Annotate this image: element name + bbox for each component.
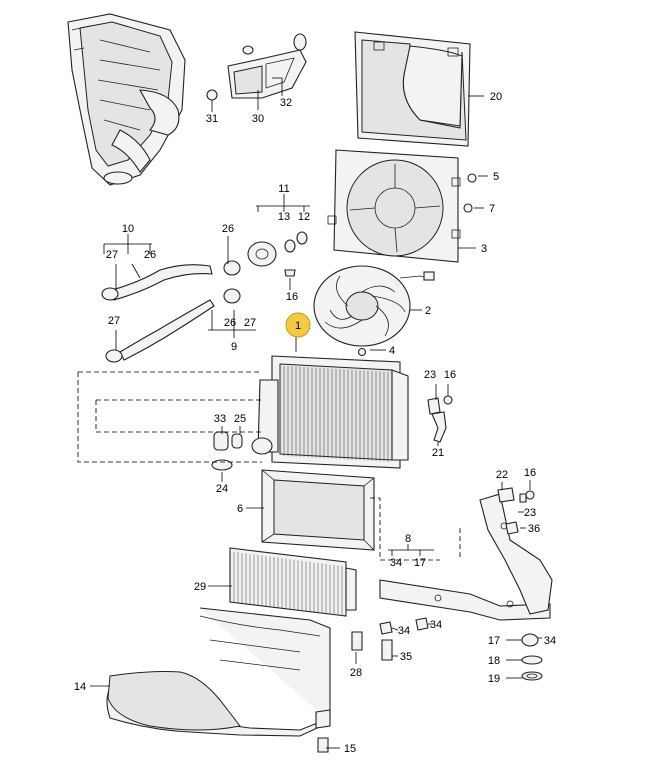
small-parts-33-25-24 xyxy=(211,431,243,471)
bracket-32 xyxy=(206,33,307,101)
cap-assembly-11 xyxy=(247,231,308,267)
fan-frame-3 xyxy=(327,149,461,263)
callout-29: 29 xyxy=(194,581,206,593)
coolant-housing-assembly xyxy=(67,13,186,186)
callout-7: 7 xyxy=(489,203,495,215)
callout-1: 1 xyxy=(295,320,301,332)
fan-2 xyxy=(313,265,435,347)
callout-16c: 16 xyxy=(524,467,536,479)
callout-labels: 1 2 3 4 5 6 7 8 9 10 11 12 13 14 15 16 1… xyxy=(74,91,556,755)
parts-22-36 xyxy=(497,487,535,535)
callout-17b: 17 xyxy=(488,635,500,647)
callout-24: 24 xyxy=(216,483,228,495)
callout-23b: 23 xyxy=(524,507,536,519)
callout-18: 18 xyxy=(488,655,500,667)
callout-13: 13 xyxy=(278,211,290,223)
fan-shroud-20 xyxy=(354,31,471,147)
cross-member-8 xyxy=(379,493,553,621)
callout-34b: 34 xyxy=(398,625,410,637)
callout-6: 6 xyxy=(237,503,243,515)
callout-16a: 16 xyxy=(286,291,298,303)
dashed-reference-lines xyxy=(77,371,461,561)
hose-10 xyxy=(101,260,241,301)
callout-17a: 17 xyxy=(414,557,426,569)
callout-31: 31 xyxy=(206,113,218,125)
callout-2: 2 xyxy=(425,305,431,317)
callout-16b: 16 xyxy=(444,369,456,381)
callout-22: 22 xyxy=(496,469,508,481)
callout-4: 4 xyxy=(389,345,395,357)
callout-36: 36 xyxy=(528,523,540,535)
callout-34d: 34 xyxy=(544,635,556,647)
callout-26a: 26 xyxy=(144,249,156,261)
callout-34a: 34 xyxy=(390,557,402,569)
callout-21: 21 xyxy=(432,447,444,459)
callout-14: 14 xyxy=(74,681,86,693)
callout-11: 11 xyxy=(278,183,289,195)
hose-9 xyxy=(105,288,241,363)
callout-30: 30 xyxy=(252,113,264,125)
callout-5: 5 xyxy=(493,171,499,183)
callout-12: 12 xyxy=(298,211,310,223)
callout-33: 33 xyxy=(214,413,226,425)
radiator-1 xyxy=(251,355,409,469)
callout-34c: 34 xyxy=(430,619,442,631)
screw-15 xyxy=(317,737,329,753)
callout-27b: 27 xyxy=(108,315,120,327)
fasteners xyxy=(284,173,477,357)
callout-26c: 26 xyxy=(224,317,236,329)
callout-28: 28 xyxy=(350,667,362,679)
callout-3: 3 xyxy=(481,243,487,255)
callout-9: 9 xyxy=(231,341,237,353)
parts-17-19 xyxy=(521,633,543,681)
callout-15: 15 xyxy=(344,743,356,755)
callout-27c: 27 xyxy=(244,317,256,329)
callout-35: 35 xyxy=(400,651,412,663)
highlight-badge-1 xyxy=(285,312,311,338)
condenser-29 xyxy=(229,547,357,617)
callout-8: 8 xyxy=(405,533,411,545)
callout-10: 10 xyxy=(122,223,134,235)
frame-6 xyxy=(261,469,375,551)
air-duct-14 xyxy=(106,607,331,737)
callout-27a: 27 xyxy=(106,249,118,261)
callout-26b: 26 xyxy=(222,223,234,235)
callout-23a: 23 xyxy=(424,369,436,381)
screw-28 xyxy=(351,631,363,651)
parts-34-35 xyxy=(379,617,429,661)
bracket-21 xyxy=(427,395,453,443)
leader-lines xyxy=(90,77,542,749)
callout-20: 20 xyxy=(490,91,502,103)
callout-25: 25 xyxy=(234,413,246,425)
callout-32: 32 xyxy=(280,97,292,109)
callout-19: 19 xyxy=(488,673,500,685)
